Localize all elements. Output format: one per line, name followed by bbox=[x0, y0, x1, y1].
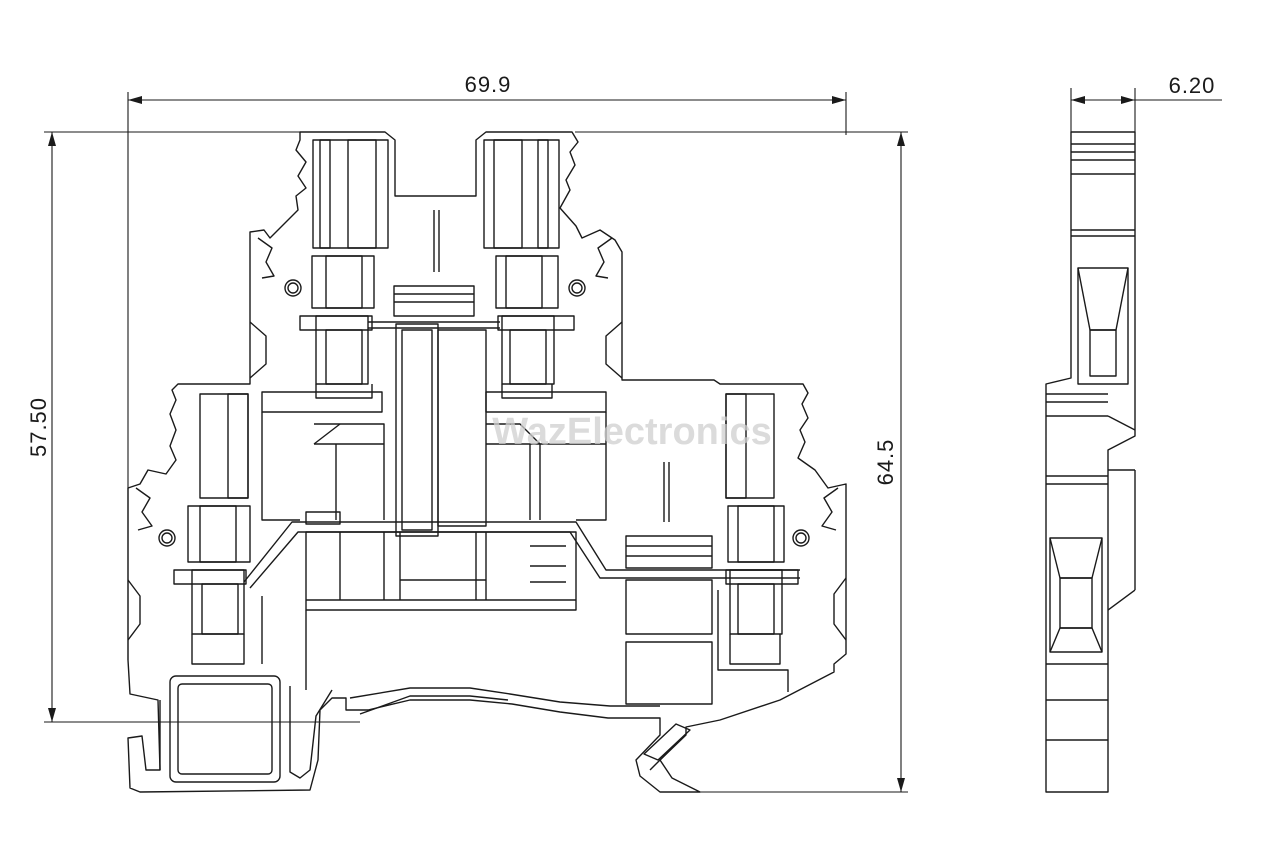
dimension-width-side-label: 6.20 bbox=[1169, 73, 1216, 98]
watermark: WazElectronics bbox=[492, 411, 771, 453]
side-outline bbox=[1045, 131, 1136, 793]
dimension-height-body: 57.50 bbox=[26, 131, 360, 723]
dimension-width-front: 69.9 bbox=[127, 72, 847, 660]
dimension-height-body-label: 57.50 bbox=[26, 397, 51, 457]
dimension-height-total: 64.5 bbox=[575, 131, 908, 793]
front-view bbox=[127, 131, 847, 793]
dimension-width-front-label: 69.9 bbox=[465, 72, 512, 97]
dimension-width-side: 6.20 bbox=[1070, 73, 1222, 132]
dimension-height-total-label: 64.5 bbox=[873, 439, 898, 486]
front-outline bbox=[127, 131, 847, 793]
side-view bbox=[1045, 131, 1136, 793]
